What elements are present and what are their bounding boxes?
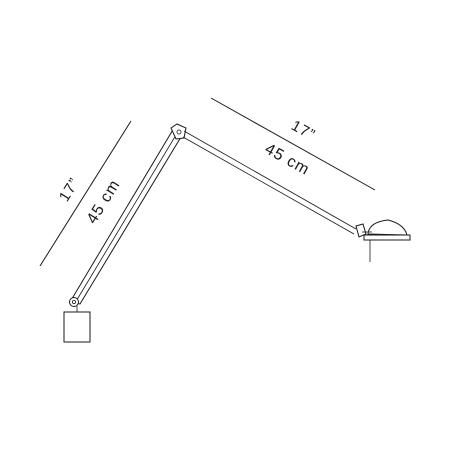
lamp-base [63,311,91,343]
lamp-elbow-joint [170,123,187,140]
upper-arm-inch-label: 17” [288,117,318,144]
lamp-lower-joint [69,297,79,307]
lower-arm-inch-label: 17” [56,175,83,205]
lamp-upper-arm [182,130,357,235]
upper-arm-dimension-line [210,97,376,191]
upper-arm-cm-label: 45 cm [262,141,313,179]
lower-arm-cm-label: 45 cm [84,177,124,227]
lower-arm-dimension-line [39,120,132,267]
lamp-head [355,219,411,262]
